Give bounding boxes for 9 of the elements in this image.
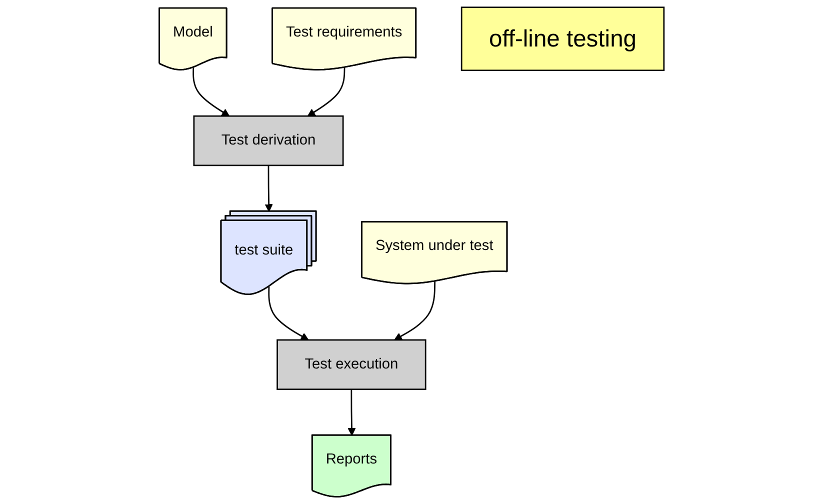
node-box: off-line testing bbox=[460, 6, 664, 72]
arrow bbox=[307, 68, 346, 116]
arrow bbox=[268, 286, 309, 340]
node-box: Test derivation bbox=[193, 115, 344, 166]
arrow bbox=[264, 165, 273, 212]
node-box: Test execution bbox=[276, 339, 426, 390]
arrow bbox=[394, 281, 436, 340]
arrow bbox=[348, 389, 356, 436]
arrow bbox=[192, 68, 230, 116]
